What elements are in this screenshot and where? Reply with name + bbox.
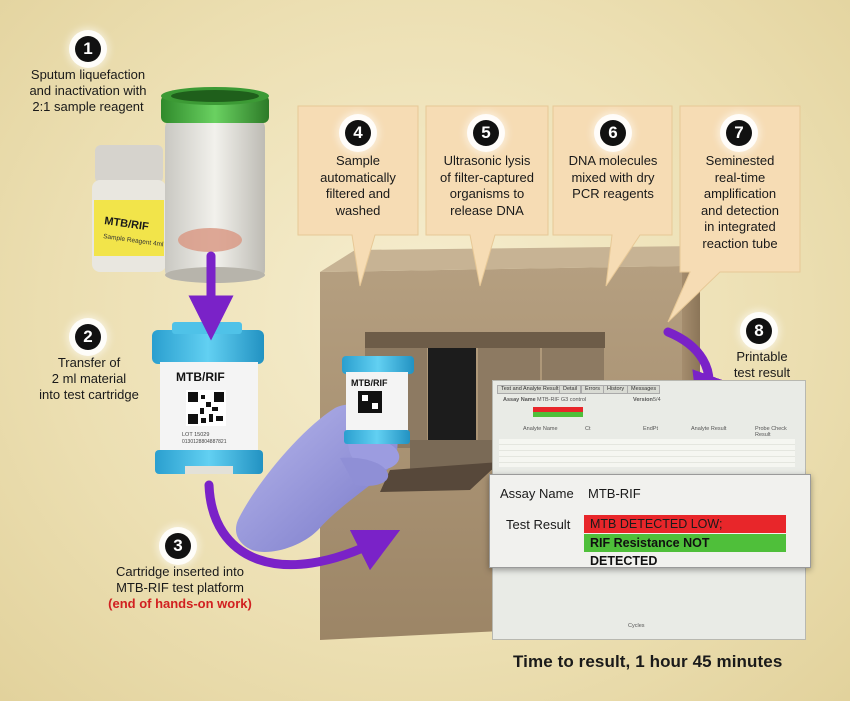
mini-x-label: Cycles: [628, 623, 645, 629]
mini-not-detected-bar: [533, 412, 583, 417]
sputum-jar: [161, 87, 269, 283]
step-3-number: 3: [165, 533, 191, 559]
mtb-detected-badge: MTB DETECTED LOW;: [584, 515, 786, 533]
cartridge-label: MTB/RIF: [176, 370, 225, 384]
tab-errors[interactable]: Errors: [581, 385, 604, 394]
time-to-result: Time to result, 1 hour 45 minutes: [513, 652, 783, 671]
callout-boxes: [297, 105, 801, 323]
mini-col-probe: Probe Check Result: [755, 426, 787, 438]
mini-detected-bar: [533, 407, 583, 412]
cartridge-code: 0130128804887821: [182, 439, 227, 445]
arrow-2-to-3: [204, 480, 401, 571]
sample-reagent-bottle: MTB/RIF Sample Reagent 4ml: [92, 145, 166, 272]
rif-not-detected-badge: RIF Resistance NOT DETECTED: [584, 534, 786, 568]
assay-name-value: MTB-RIF: [588, 486, 641, 501]
mini-col-result: Analyte Result: [691, 426, 727, 432]
callout-6: [552, 105, 673, 287]
callout-7: [667, 105, 801, 323]
tab-test-and-analyte-result[interactable]: Test and Analyte Result: [497, 385, 563, 394]
mini-assay-value: MTB-RIF G3 control: [537, 397, 587, 403]
mini-col-analyte: Analyte Name: [523, 426, 558, 432]
step-1-number: 1: [75, 36, 101, 62]
mini-version-value: 5/4: [653, 397, 661, 403]
step-2-number: 2: [75, 324, 101, 350]
step-8-number: 8: [746, 318, 772, 344]
assay-name-label: Assay Name: [500, 486, 574, 501]
mini-version-label: Version: [633, 397, 653, 403]
step-7-number: 7: [726, 120, 752, 146]
small-cartridge: MTB/RIF: [342, 356, 414, 444]
test-result-label: Test Result: [506, 517, 571, 532]
cartridge-lot: LOT 15029: [182, 432, 209, 438]
cartridge-qr-code: [186, 390, 226, 426]
end-of-hands-on-note: (end of hands-on work): [108, 596, 252, 611]
test-cartridge: MTB/RIF LOT 15029 0130128804887821: [152, 322, 264, 474]
callout-5: [425, 105, 549, 287]
callout-4: [297, 105, 419, 287]
zoomed-result-panel: Assay Name MTB-RIF Test Result MTB DETEC…: [489, 474, 811, 568]
tab-history[interactable]: History: [603, 385, 629, 394]
step-5-number: 5: [473, 120, 499, 146]
tab-messages[interactable]: Messages: [627, 385, 661, 394]
step-4-number: 4: [345, 120, 371, 146]
mini-results-table: [499, 439, 795, 467]
small-cartridge-label: MTB/RIF: [351, 378, 388, 388]
mini-assay-label: Assay Name: [503, 397, 536, 403]
mini-col-ct: Ct: [585, 426, 591, 432]
step-6-number: 6: [600, 120, 626, 146]
mini-col-endpt: EndPt: [643, 426, 658, 432]
tab-detail[interactable]: Detail: [559, 385, 582, 394]
